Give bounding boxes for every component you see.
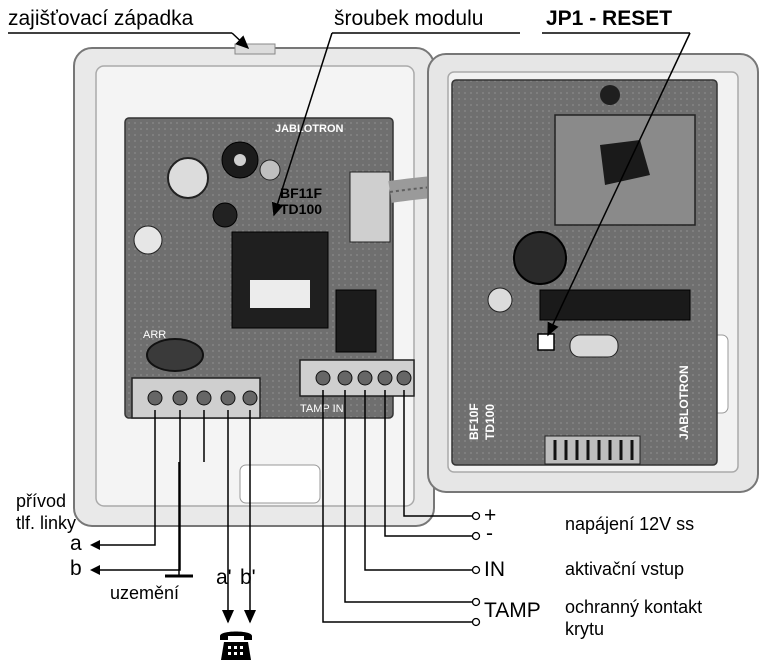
terminal-minus: -	[486, 522, 493, 545]
label-a-prime: a'	[216, 566, 232, 589]
module-left-2: TD100	[280, 201, 322, 217]
brand-left: JABLOTRON	[275, 123, 344, 135]
terminal-plus: +	[484, 504, 497, 527]
module-right-2: TD100	[483, 404, 497, 440]
callout-module-screw: šroubek modulu	[334, 7, 484, 30]
label-a: a	[70, 532, 82, 555]
arr-label: ARR	[143, 329, 166, 341]
callout-jumper: JP1 - RESET	[546, 7, 673, 30]
brand-right: JABLOTRON	[677, 365, 691, 440]
module-right: BF10F	[467, 403, 481, 440]
desc-power: napájení 12V ss	[565, 514, 695, 534]
desc-tamper-2: krytu	[565, 619, 605, 639]
label-b: b	[70, 557, 82, 580]
left-pcb	[124, 117, 415, 419]
terminal-tamp: TAMP	[484, 599, 541, 622]
desc-tamper-1: ochranný kontakt	[565, 597, 703, 617]
arrow-b	[90, 565, 100, 575]
callout-latch: zajišťovací západka	[8, 7, 194, 30]
module-left: BF11F	[280, 185, 322, 201]
label-ground: uzemění	[110, 583, 180, 603]
callout-lines	[8, 32, 691, 337]
terminal-tamp-in-label: TAMP IN	[300, 403, 344, 415]
terminal-in: IN	[484, 558, 505, 581]
desc-activation: aktivační vstup	[565, 559, 685, 579]
phone-line-title-2: tlf. linky	[16, 513, 77, 533]
arrow-a	[90, 540, 100, 550]
phone-line-title-1: přívod	[16, 491, 67, 511]
terminal-ends	[471, 511, 481, 627]
terminal-wires	[95, 390, 472, 624]
label-b-prime: b'	[240, 566, 256, 589]
right-pcb	[451, 79, 718, 466]
telephone-icon	[220, 631, 252, 660]
